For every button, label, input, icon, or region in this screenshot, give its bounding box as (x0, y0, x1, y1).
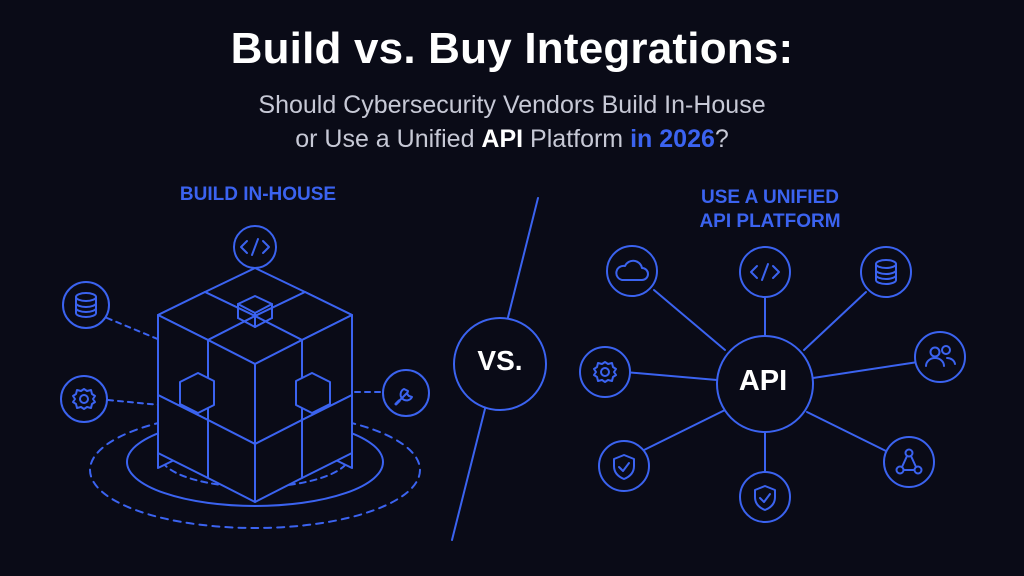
cloud-icon (606, 245, 658, 297)
code-icon (739, 246, 791, 298)
gear-icon (60, 375, 108, 423)
code-icon (233, 225, 277, 269)
shield-check-icon (598, 440, 650, 492)
subtitle-part: ? (714, 125, 729, 153)
subtitle-part: Platform (523, 125, 631, 153)
unified-label-line-2: API PLATFORM (699, 211, 841, 232)
api-hub-label: API (738, 365, 788, 397)
modular-cube (157, 267, 353, 503)
api-hub (716, 335, 814, 433)
build-in-house-label: BUILD IN-HOUSE (179, 184, 337, 205)
gear-connector (107, 399, 161, 406)
page-subtitle: Should Cybersecurity Vendors Build In-Ho… (0, 88, 1024, 156)
vs-circle (453, 317, 547, 411)
subtitle-api-word: API (481, 125, 524, 153)
unified-api-platform-label: USE A UNIFIED API PLATFORM (640, 186, 900, 234)
subtitle-part: or Use a Unified (295, 125, 482, 153)
api-spokes (624, 289, 919, 472)
network-icon (883, 436, 935, 488)
subtitle-year: in 2026 (630, 125, 715, 153)
subtitle-line-1: Should Cybersecurity Vendors Build In-Ho… (258, 91, 766, 119)
database-icon (860, 246, 912, 298)
wrench-icon (382, 369, 430, 417)
shield-check-icon (739, 471, 791, 523)
subtitle-line-2: or Use a Unified API Platform in 2026? (0, 122, 1024, 156)
page-title: Build vs. Buy Integrations: (230, 24, 794, 73)
users-icon (914, 331, 966, 383)
unified-label-line-1: USE A UNIFIED (701, 187, 839, 208)
database-icon (62, 281, 110, 329)
gear-icon (579, 346, 631, 398)
vs-label: VS. (477, 345, 523, 376)
database-connector (106, 317, 161, 341)
